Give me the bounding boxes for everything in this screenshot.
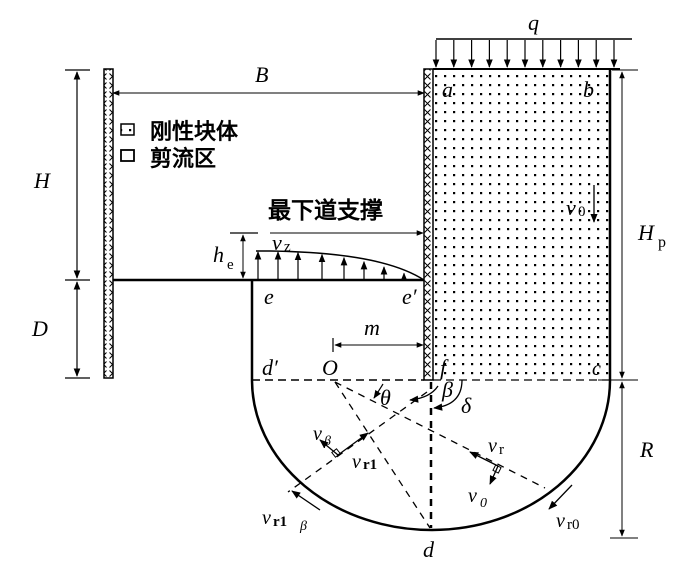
label-vz: v [272,230,282,255]
angle-theta: θ [380,385,391,410]
label-vr-sub: r [499,442,504,458]
label-v0-sub: 0 [480,496,487,511]
dim-B: B [112,62,425,96]
block-velocity: v 0 [566,185,598,223]
label-Hp-sub: p [658,234,666,251]
dim-Hp-R: H p R [598,69,666,539]
point-d: d [423,537,435,562]
point-labels: a b c d d′ e e′ f O [262,77,601,562]
label-he-sub: e [227,257,234,273]
label-m: m [364,315,380,340]
label-vr1-sub: r1 [363,457,377,473]
label-vr1beta: v [262,507,271,529]
label-vr: v [488,435,497,457]
velocity-vectors: v β v r1 v r v 0 v r1 β v r0 [262,423,580,534]
point-dprime: d′ [262,355,279,380]
point-a: a [442,77,453,102]
right-wall [423,68,434,381]
left-wall [103,68,114,379]
label-he: h [213,242,224,267]
label-Hp: H [637,220,655,245]
angle-marks: θ β δ [373,377,472,418]
radial-lines [287,381,546,529]
label-vr1: v [352,451,361,473]
label-B: B [255,62,268,87]
legend-label-rigid: 刚性块体 [150,120,239,145]
dim-he: h e [213,232,258,279]
dim-H-D: H D [31,69,90,379]
rigid-block [433,68,620,381]
surcharge-label: q [528,10,539,35]
point-f: f [440,355,449,380]
label-v0-block: v [566,195,576,220]
point-c: c [592,358,601,380]
label-vr0: v [556,510,565,532]
lowest-strut: 最下道支撑 v z [268,197,424,255]
label-H: H [33,168,51,193]
point-e: e [264,284,274,309]
label-vbeta-sub: β [323,434,331,449]
point-O: O [322,355,338,380]
point-eprime: e′ [402,284,418,309]
angle-delta: δ [461,393,472,418]
legend-label-shear: 剪流区 [150,146,216,172]
point-b: b [583,77,594,102]
failure-arc [250,379,612,532]
heave-distribution [254,250,425,281]
label-D: D [31,316,48,341]
strut-label: 最下道支撑 [268,197,383,224]
legend-item-rigid: 刚性块体 [120,120,239,145]
label-vr1beta-sub2: β [299,519,307,534]
legend-item-shear: 剪流区 [120,146,216,172]
surcharge-load: q [432,10,632,68]
dim-m: m [332,315,424,352]
label-vbeta: v [313,423,322,445]
label-v0: v [468,485,477,507]
angle-beta: β [441,377,453,402]
label-vr1beta-sub: r1 [273,514,287,530]
label-vr0-sub: r0 [567,517,580,533]
label-v0-block-sub: 0 [578,204,586,220]
legend: 刚性块体 剪流区 [120,120,239,172]
label-R: R [639,437,654,462]
label-vz-sub: z [284,239,291,255]
